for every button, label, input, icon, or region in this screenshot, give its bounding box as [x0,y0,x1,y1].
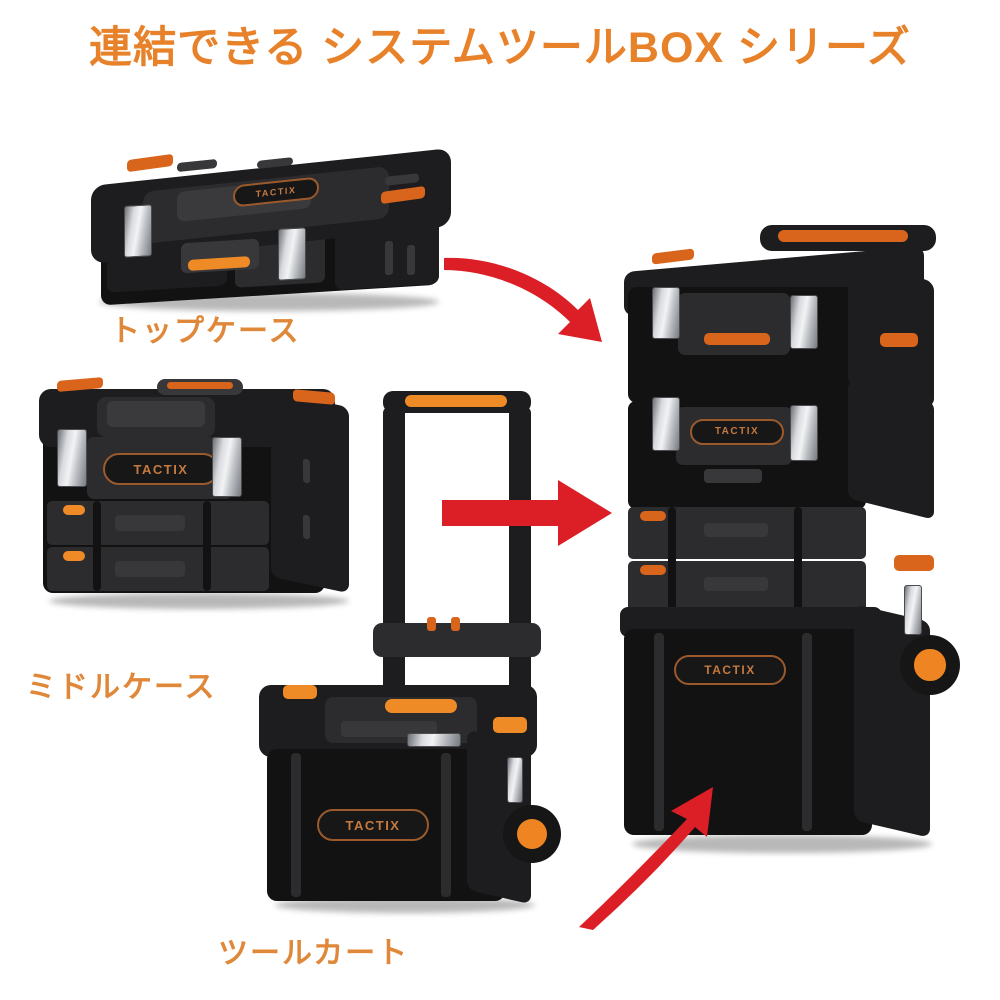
middle-case-drawer-rib-a [93,501,101,591]
stack-drawer-2-pull[interactable] [704,577,768,591]
middle-case-latch-right[interactable] [212,437,242,497]
stack-cart-clip[interactable] [894,555,934,571]
stack-cart-brand-badge: TACTIX [674,655,786,685]
top-case-side-rib-2 [407,244,415,276]
stack-cart-rib-b [802,633,812,831]
arrow-top-to-stack [440,238,630,342]
stack-top-case-clip-right[interactable] [880,333,918,347]
middle-case-top-handle-grip[interactable] [167,382,233,389]
middle-case-lid-plate [107,401,205,427]
tool-cart-handle-post-right [509,407,531,723]
tool-cart-lid-label [407,733,461,747]
product-middle-case: TACTIX [35,375,375,610]
stack-drawer-1-lock[interactable] [640,511,666,521]
stack-brand-text: TACTIX [714,426,760,437]
caption-tool-cart: ツールカート [218,937,410,970]
stack-cart-rib-a [654,633,664,831]
stack-cart-wheel-bracket [904,585,922,635]
stack-drawer-rib-b [794,507,802,613]
middle-case-drawer-2-pull[interactable] [115,561,185,577]
tool-cart-handle-post-left [383,407,405,723]
tool-cart-body-rib-b [441,753,451,897]
caption-top-case: トップケース [110,315,301,348]
stack-top-case-front-recess [678,293,790,355]
stack-top-case-clip-left[interactable] [652,248,694,265]
middle-case-drawer-2-lock[interactable] [63,551,85,561]
tool-cart-release-button-left[interactable] [427,617,436,631]
tool-cart-brand-badge: TACTIX [317,809,429,841]
arrow-middle-to-stack [440,478,620,548]
middle-case-drawer-1-pull[interactable] [115,515,185,531]
tool-cart-handle-grip[interactable] [405,395,507,407]
tool-cart-brand-text: TACTIX [345,817,401,833]
middle-case-latch-left[interactable] [57,429,87,487]
tool-cart-release-button-right[interactable] [451,617,460,631]
top-case-side-rib [385,240,393,276]
middle-case-brand-badge: TACTIX [103,453,219,485]
stack-middle-case-side [848,380,934,520]
top-case-latch-right[interactable] [278,227,306,281]
stack-top-case-latch-left[interactable] [652,287,680,339]
top-case-rear-latch-left[interactable] [127,153,173,173]
page-title: 連結できる システムツールBOX シリーズ [89,24,911,72]
stack-top-case-handle[interactable] [704,333,770,345]
stack-middle-case-latch-right[interactable] [790,405,818,461]
stack-top-handle-grip[interactable] [778,230,908,242]
stack-shadow [632,835,932,853]
tool-cart-clip-left[interactable] [283,685,317,699]
middle-case-drawer-rib-b [203,501,211,591]
stack-drawer-rib-a [668,507,676,613]
tool-cart-lid-grip[interactable] [385,699,457,713]
tool-cart-clip-right[interactable] [493,717,527,733]
stack-cart-wheel [900,635,960,695]
top-case-latch-left[interactable] [124,204,152,258]
top-case-rib-a [177,158,217,173]
middle-case-shadow [49,593,349,609]
product-tool-cart: TACTIX [255,385,575,920]
product-assembled-stack: TACTIX TACTIX [612,225,982,853]
arrow-cart-to-stack [575,785,745,930]
tool-cart-wheel [503,805,561,863]
stack-middle-case-brand-badge: TACTIX [690,419,784,445]
middle-case-drawer-1-lock[interactable] [63,505,85,515]
stack-top-case-latch-right[interactable] [790,295,818,349]
tool-cart-body-rib-a [291,753,301,897]
stack-drawer-2-lock[interactable] [640,565,666,575]
stack-middle-case-latch-left[interactable] [652,397,680,451]
tool-cart-wheel-bracket [507,757,523,803]
stack-middle-case-pull[interactable] [704,469,762,483]
caption-middle-case: ミドルケース [26,671,217,704]
top-case-brand-text: TACTIX [255,184,297,199]
stack-drawer-1-pull[interactable] [704,523,768,537]
product-top-case: TACTIX [85,145,460,311]
stack-cart-brand-text: TACTIX [704,663,756,677]
tool-cart-shadow [275,897,535,913]
middle-case-brand-text: TACTIX [133,461,189,477]
